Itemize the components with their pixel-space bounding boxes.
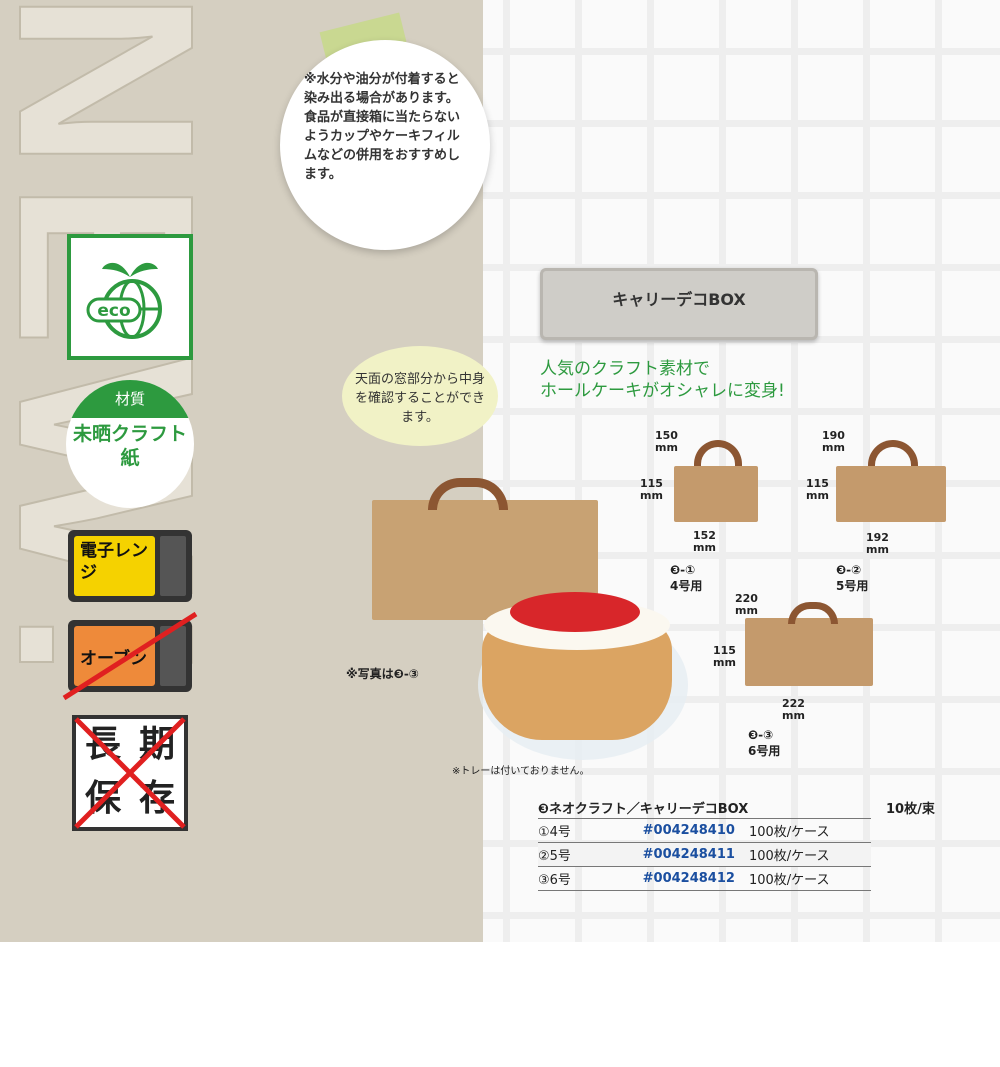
box-handle — [694, 440, 742, 466]
depth-dim: 220 mm — [735, 592, 758, 617]
width-dim: 192 mm — [866, 531, 889, 556]
background-new-text-2: NEW! — [0, 439, 8, 1067]
box-handle — [428, 478, 508, 510]
width-dim: 222 mm — [782, 697, 805, 722]
box-6go — [745, 618, 873, 686]
cross-icon — [74, 717, 186, 829]
material-badge: 材質 未晒クラフト紙 — [66, 380, 194, 508]
photo-note: ※写真は❸-③ — [346, 667, 419, 681]
height-dim: 115 mm — [713, 644, 736, 669]
eco-globe-icon: eco — [86, 262, 162, 339]
oven-ng-icon: オーブン — [62, 611, 198, 701]
height-dim: 115 mm — [640, 477, 663, 502]
box-handle — [868, 440, 918, 466]
speech-bubble: 天面の窓部分から中身を確認することができます。 — [342, 346, 498, 446]
table-title: ❸ネオクラフト／キャリーデコBOX — [538, 802, 749, 817]
box-4go — [674, 466, 758, 522]
depth-dim: 150 mm — [655, 429, 678, 454]
box-5go — [836, 466, 946, 522]
cross-icon — [62, 611, 198, 701]
width-dim: 152 mm — [693, 529, 716, 554]
strawberries — [510, 592, 640, 632]
bundle-qty: 10枚/束 — [886, 802, 935, 817]
catch-copy: 人気のクラフト素材でホールケーキがオシャレに変身! — [540, 359, 785, 401]
microwave-ok-icon: 電子レンジ — [68, 530, 192, 602]
svg-text:eco: eco — [97, 301, 130, 321]
box-handle — [788, 602, 838, 624]
depth-dim: 190 mm — [822, 429, 845, 454]
product-title: キャリーデコBOX — [540, 268, 818, 340]
height-dim: 115 mm — [806, 477, 829, 502]
long-storage-ng-icon: 長期 保存 — [72, 715, 188, 831]
eco-badge: eco — [67, 234, 193, 360]
care-note: ※水分や油分が付着すると染み出る場合があります。食品が直接箱に当たらないようカッ… — [280, 40, 490, 250]
material-body: 未晒クラフト紙 — [72, 423, 187, 469]
tray-note: ※トレーは付いておりません。 — [452, 766, 590, 777]
